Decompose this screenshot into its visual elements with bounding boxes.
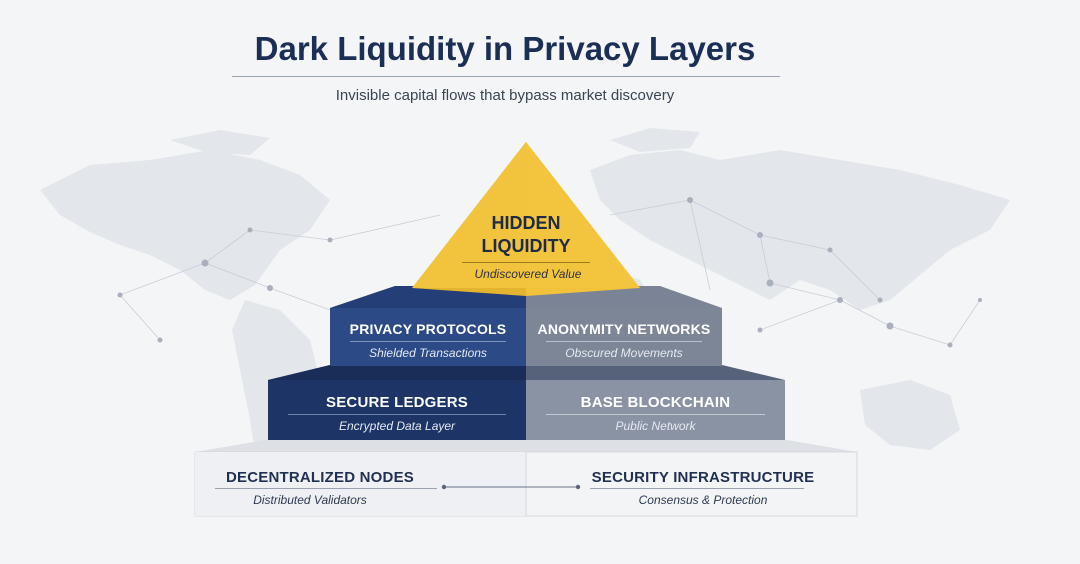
peak-triangle [412, 142, 640, 296]
page-title: Dark Liquidity in Privacy Layers [254, 30, 756, 67]
title-divider [232, 76, 780, 77]
tier3-block [268, 365, 785, 440]
peak-title: HIDDEN LIQUIDITY [470, 212, 582, 258]
secure-ledgers-title: SECURE LEDGERS [326, 394, 468, 411]
decentralized-nodes-title: DECENTRALIZED NODES [226, 469, 414, 486]
peak-subtitle: Undiscovered Value [474, 267, 582, 281]
peak-title-line2: LIQUIDITY [481, 236, 571, 256]
base-blockchain-title: BASE BLOCKCHAIN [580, 394, 731, 411]
base-connector [441, 484, 581, 490]
security-infrastructure-subtitle: Consensus & Protection [638, 493, 768, 507]
page-subtitle: Invisible capital flows that bypass mark… [335, 87, 675, 104]
base-blockchain-divider [546, 414, 765, 415]
peak-divider [462, 262, 590, 263]
secure-ledgers-subtitle: Encrypted Data Layer [338, 419, 456, 433]
privacy-protocols-divider [350, 341, 506, 342]
anonymity-networks-divider [546, 341, 702, 342]
secure-ledgers-divider [288, 414, 506, 415]
decentralized-nodes-divider [215, 488, 437, 489]
peak-title-line1: HIDDEN [491, 213, 561, 233]
privacy-protocols-title: PRIVACY PROTOCOLS [349, 321, 507, 337]
tier4-block [194, 440, 858, 517]
security-infrastructure-divider [590, 488, 804, 489]
base-blockchain-subtitle: Public Network [615, 419, 696, 433]
tier2-block [330, 286, 722, 366]
anonymity-networks-subtitle: Obscured Movements [565, 346, 683, 360]
anonymity-networks-title: ANONYMITY NETWORKS [537, 321, 711, 337]
decentralized-nodes-subtitle: Distributed Validators [253, 493, 367, 507]
privacy-protocols-subtitle: Shielded Transactions [369, 346, 487, 360]
security-infrastructure-title: SECURITY INFRASTRUCTURE [591, 469, 815, 486]
